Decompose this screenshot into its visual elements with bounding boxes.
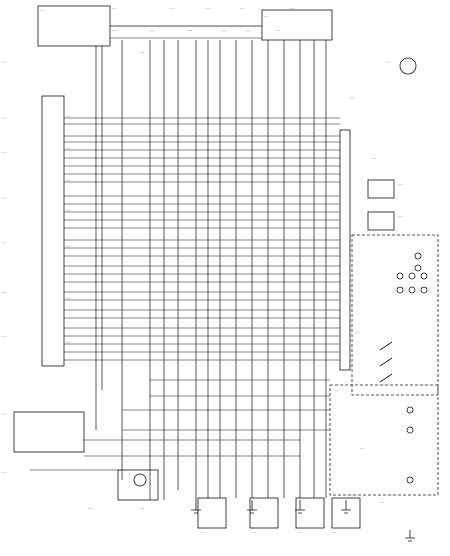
fuse-label-3: … xyxy=(188,27,192,32)
right-module-1: … xyxy=(386,59,390,64)
fuse-label-4: … xyxy=(222,27,226,32)
bottom-box-1 xyxy=(197,497,227,529)
bottom-left-box xyxy=(13,411,85,453)
left-box-label: … xyxy=(40,7,44,12)
bottom-label-6: … xyxy=(252,529,256,534)
bottom-box-2 xyxy=(249,497,279,529)
power-label-3: … xyxy=(206,5,210,10)
right-module-4: … xyxy=(398,181,402,186)
motor-symbols xyxy=(133,57,417,487)
power-label-4: … xyxy=(240,5,244,10)
relay-label: … xyxy=(140,49,144,54)
right-module-9: … xyxy=(380,499,384,504)
vertical-wires xyxy=(95,40,327,500)
right-dashed-panel xyxy=(351,234,439,396)
fuse-label-5: … xyxy=(246,27,250,32)
power-label-2: … xyxy=(170,5,174,10)
left-group-5-label: … xyxy=(2,239,6,244)
pin-label: … xyxy=(66,295,70,300)
left-group-1-label: … xyxy=(2,59,6,64)
fuse-label-6: … xyxy=(276,27,280,32)
right-module-7: … xyxy=(334,387,338,392)
bottom-label-7: … xyxy=(298,529,302,534)
bottom-label-4: … xyxy=(140,505,144,510)
switch-symbols xyxy=(379,252,428,484)
pin-label: … xyxy=(66,113,70,118)
control-module-box xyxy=(41,95,65,367)
horizontal-wires xyxy=(30,117,340,471)
pin-label: … xyxy=(66,339,70,344)
right-box-label: … xyxy=(264,13,268,18)
bottom-center-box xyxy=(117,469,159,501)
right-module-3: … xyxy=(372,155,376,160)
pin-label: … xyxy=(66,177,70,182)
left-group-2-label: … xyxy=(2,115,6,120)
right-module-5: … xyxy=(398,213,402,218)
ground-symbols xyxy=(191,500,415,542)
pin-label: … xyxy=(66,207,70,212)
bottom-label-5: … xyxy=(200,529,204,534)
right-connector-strip xyxy=(339,129,351,371)
right-lower-panel xyxy=(329,384,439,496)
fuse-label-2: … xyxy=(150,27,154,32)
left-group-7-label: … xyxy=(2,333,6,338)
bottom-label-3: … xyxy=(88,505,92,510)
right-relay-box xyxy=(261,9,333,41)
right-module-8: … xyxy=(360,445,364,450)
bottom-label-2: … xyxy=(2,469,6,474)
left-group-6-label: … xyxy=(2,289,6,294)
right-module-2: … xyxy=(350,95,354,100)
bottom-label-1: … xyxy=(2,411,6,416)
power-label-1: … xyxy=(112,5,116,10)
pin-label: … xyxy=(66,145,70,150)
bottom-box-4 xyxy=(331,497,361,529)
left-group-3-label: … xyxy=(2,149,6,154)
bottom-box-3 xyxy=(295,497,325,529)
pin-label: … xyxy=(66,243,70,248)
power-label-5: … xyxy=(290,5,294,10)
left-group-4-label: … xyxy=(2,195,6,200)
bottom-label-8: … xyxy=(332,529,336,534)
fuse-label-1: … xyxy=(112,27,116,32)
right-module-6: … xyxy=(356,329,360,334)
